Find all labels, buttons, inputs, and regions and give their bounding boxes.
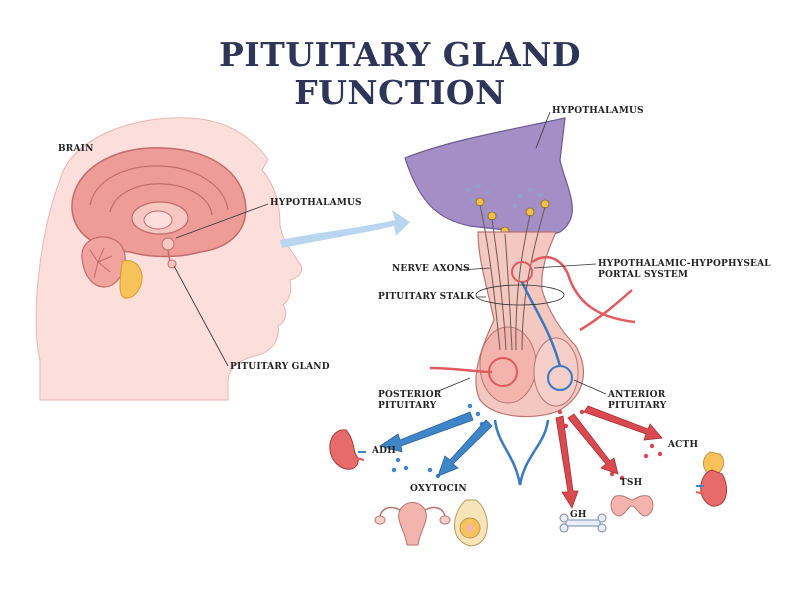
label-anterior-line-1: ANTERIOR xyxy=(608,390,666,400)
label-gh: GH xyxy=(570,510,587,520)
label-hypothalamus-top: HYPOTHALAMUS xyxy=(552,106,644,116)
adrenal-kidney-icon xyxy=(695,451,728,507)
gh-arrow xyxy=(555,415,579,509)
breast-icon xyxy=(454,499,488,547)
label-portal-line-2: PORTAL SYSTEM xyxy=(598,270,689,280)
kidney-icon xyxy=(329,429,366,470)
label-hypothalamus-head: HYPOTHALAMUS xyxy=(270,198,362,208)
uterus-icon xyxy=(374,502,451,546)
label-portal-line-1: HYPOTHALAMIC-HYPOPHYSEAL xyxy=(598,259,771,269)
label-pituitary-gland: PITUITARY GLAND xyxy=(230,362,330,372)
tsh-arrow xyxy=(567,413,619,475)
transition-arrow xyxy=(280,210,410,248)
thyroid-icon xyxy=(610,495,654,517)
oxytocin-arrow xyxy=(437,419,493,477)
label-portal-system: HYPOTHALAMIC-HYPOPHYSEAL PORTAL SYSTEM xyxy=(598,259,771,281)
label-brain: BRAIN xyxy=(58,144,94,154)
label-posterior-pituitary: POSTERIOR PITUITARY xyxy=(378,390,441,412)
label-adh: ADH xyxy=(372,446,396,456)
label-anterior-pituitary: ANTERIOR PITUITARY xyxy=(608,390,666,412)
bone-icon xyxy=(559,513,607,533)
acth-arrow xyxy=(583,405,663,441)
adh-arrow xyxy=(379,411,474,453)
label-posterior-line-1: POSTERIOR xyxy=(378,390,442,400)
neurotransmitter-dots xyxy=(466,184,542,208)
label-pituitary-stalk: PITUITARY STALK xyxy=(378,292,475,302)
title-line-2: FUNCTION xyxy=(294,73,506,112)
posterior-lobe xyxy=(479,326,537,404)
page-title: PITUITARY GLAND FUNCTION xyxy=(0,36,800,112)
label-oxytocin: OXYTOCIN xyxy=(410,484,467,494)
hypothalamus-block xyxy=(404,117,573,237)
anterior-hormone-dots xyxy=(557,409,663,481)
label-tsh: TSH xyxy=(620,478,643,488)
title-line-1: PITUITARY GLAND xyxy=(218,35,582,74)
posterior-arrows xyxy=(379,411,493,477)
label-acth: ACTH xyxy=(668,440,699,450)
label-posterior-line-2: PITUITARY xyxy=(378,401,437,411)
label-anterior-line-2: PITUITARY xyxy=(608,401,667,411)
brain-illustration xyxy=(71,147,247,299)
anterior-lobe xyxy=(533,337,579,407)
label-nerve-axons: NERVE AXONS xyxy=(392,264,470,274)
anterior-arrows xyxy=(555,405,663,509)
